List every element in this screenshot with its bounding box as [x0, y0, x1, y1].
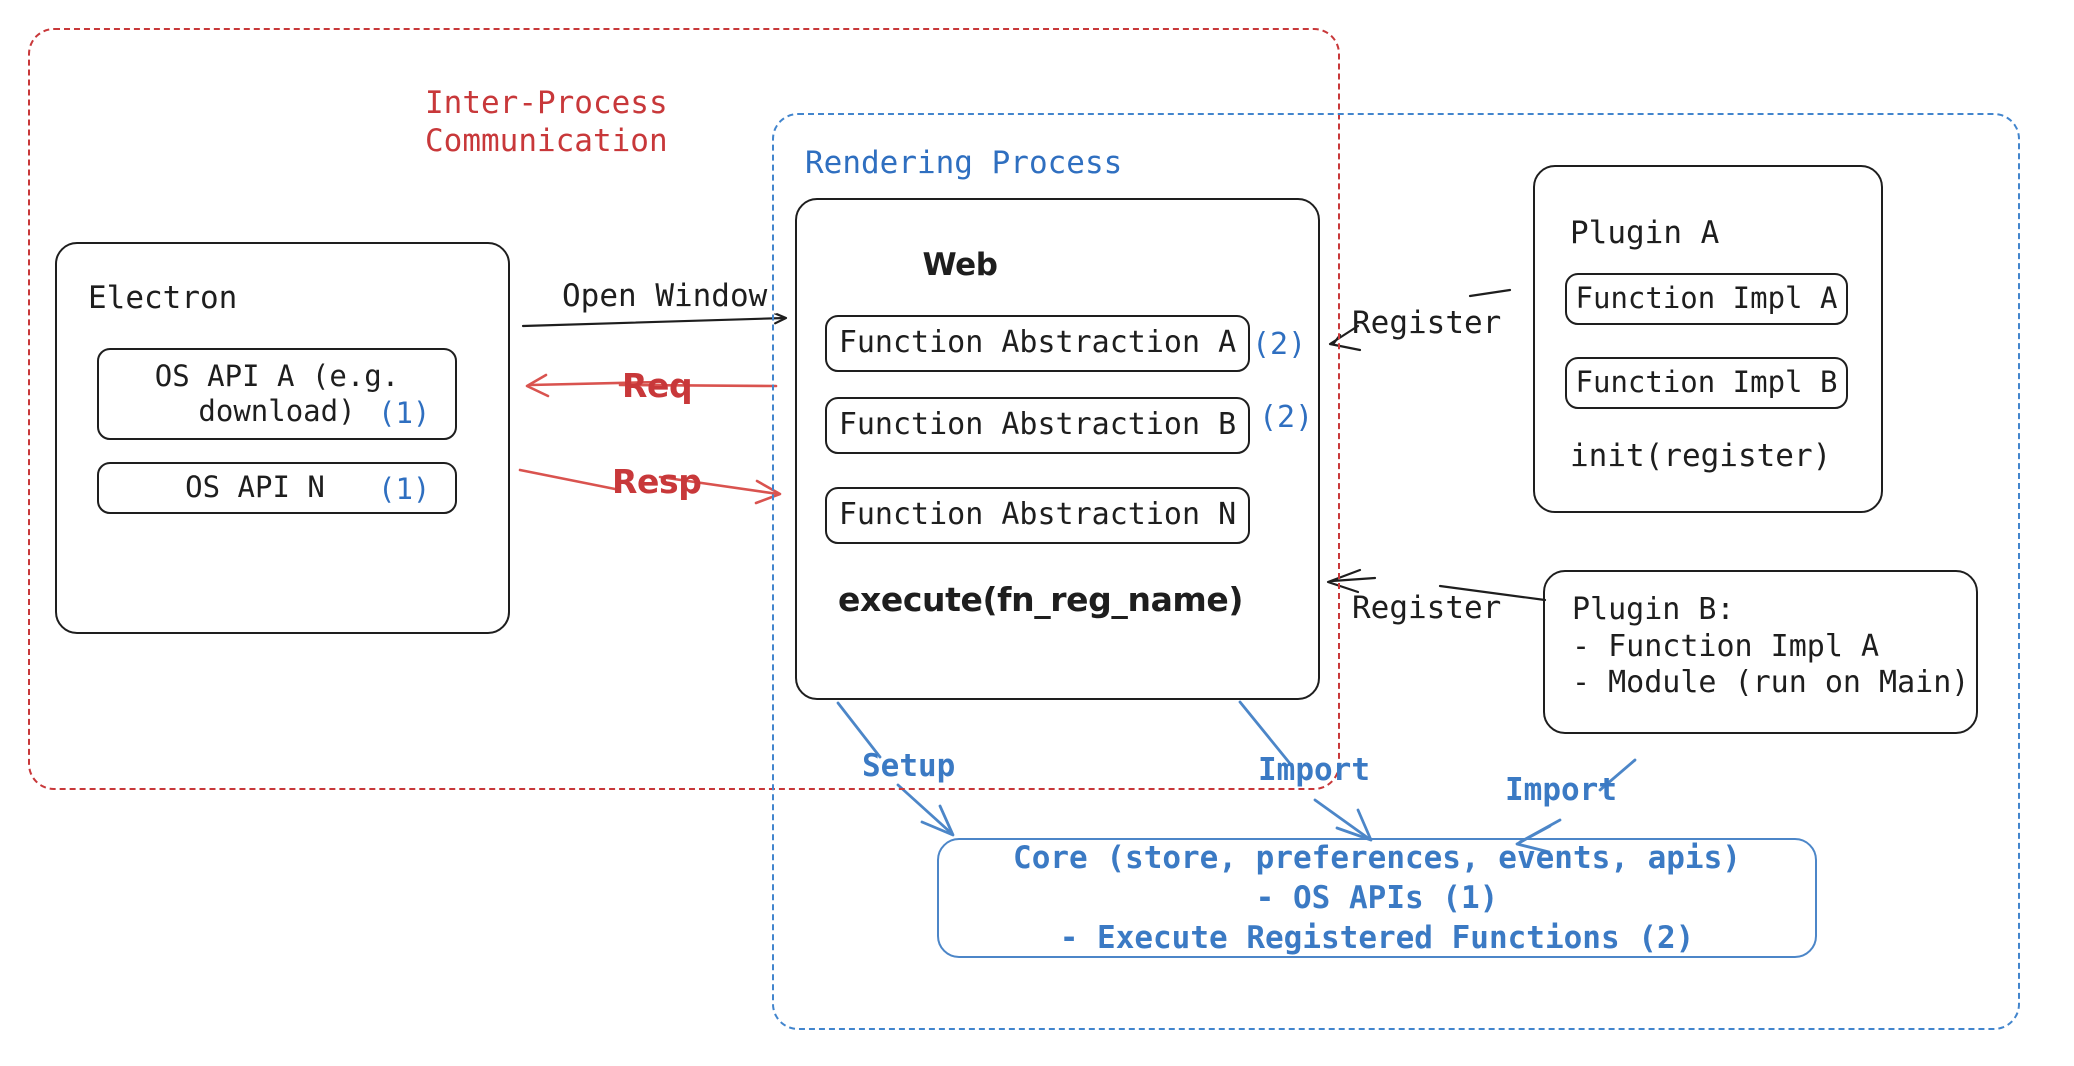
- plugin-b-line-2: - Module (run on Main): [1572, 665, 1970, 701]
- os-api-n-box[interactable]: OS API N: [97, 462, 457, 514]
- electron-title: Electron: [88, 280, 238, 316]
- core-line-2: - Execute Registered Functions (2): [1059, 920, 1695, 957]
- arrow-label-import-plugin-b: Import: [1505, 772, 1617, 808]
- container-rendering-process: [772, 113, 2020, 1030]
- function-abstraction-a-label: Function Abstraction A: [838, 325, 1237, 361]
- function-abstraction-b-marker: (2): [1259, 400, 1314, 435]
- container-rendering-process-label: Rendering Process: [805, 145, 1123, 181]
- os-api-n-marker: (1): [378, 472, 431, 506]
- arrow-label-req: Req: [622, 366, 693, 405]
- os-api-a-label: OS API A (e.g. download): [154, 358, 400, 428]
- plugin-a-box: [1533, 165, 1883, 513]
- web-title: Web: [922, 247, 998, 283]
- os-api-n-label: OS API N: [185, 470, 325, 505]
- plugin-b-lines: Plugin B:- Function Impl A- Module (run …: [1572, 592, 1972, 702]
- arrow-label-register-plugin-b: Register: [1352, 590, 1502, 626]
- function-abstraction-a-marker: (2): [1252, 327, 1307, 362]
- core-lines: Core (store, preferences, events, apis)-…: [1013, 838, 1741, 959]
- plugin-a-function-impl-a-label: Function Impl A: [1575, 281, 1838, 316]
- function-abstraction-n-label: Function Abstraction N: [838, 497, 1237, 533]
- plugin-a-footer: init(register): [1570, 438, 1832, 474]
- function-abstraction-b-box[interactable]: Function Abstraction B: [825, 397, 1250, 454]
- web-footer: execute(fn_reg_name): [838, 580, 1244, 619]
- plugin-a-function-impl-b-box[interactable]: Function Impl B: [1565, 357, 1848, 409]
- arrow-label-open-window: Open Window: [562, 278, 768, 314]
- arrow-label-setup: Setup: [862, 748, 956, 784]
- container-ipc-label: Inter-Process Communication: [425, 85, 668, 159]
- web-box: [795, 198, 1320, 700]
- arrow-label-resp: Resp: [612, 462, 702, 501]
- plugin-b-line-1: - Function Impl A: [1572, 628, 1880, 664]
- plugin-b-box: [1543, 570, 1978, 734]
- arrow-label-import-web: Import: [1258, 752, 1370, 788]
- os-api-a-marker: (1): [378, 396, 431, 430]
- function-abstraction-n-box[interactable]: Function Abstraction N: [825, 487, 1250, 544]
- plugin-a-function-impl-b-label: Function Impl B: [1575, 365, 1838, 400]
- plugin-a-title: Plugin A: [1570, 215, 1720, 251]
- core-line-0: Core (store, preferences, events, apis): [1013, 839, 1741, 876]
- plugin-a-function-impl-a-box[interactable]: Function Impl A: [1565, 273, 1848, 325]
- function-abstraction-a-box[interactable]: Function Abstraction A: [825, 315, 1250, 372]
- electron-box: [55, 242, 510, 634]
- function-abstraction-b-label: Function Abstraction B: [838, 407, 1237, 443]
- container-inter-process-communication: [28, 28, 1340, 790]
- core-line-1: - OS APIs (1): [1255, 879, 1499, 916]
- plugin-b-line-0: Plugin B:: [1572, 592, 1735, 627]
- core-box[interactable]: Core (store, preferences, events, apis)-…: [937, 838, 1817, 958]
- os-api-a-box[interactable]: OS API A (e.g. download): [97, 348, 457, 440]
- arrow-label-register-plugin-a: Register: [1352, 305, 1502, 341]
